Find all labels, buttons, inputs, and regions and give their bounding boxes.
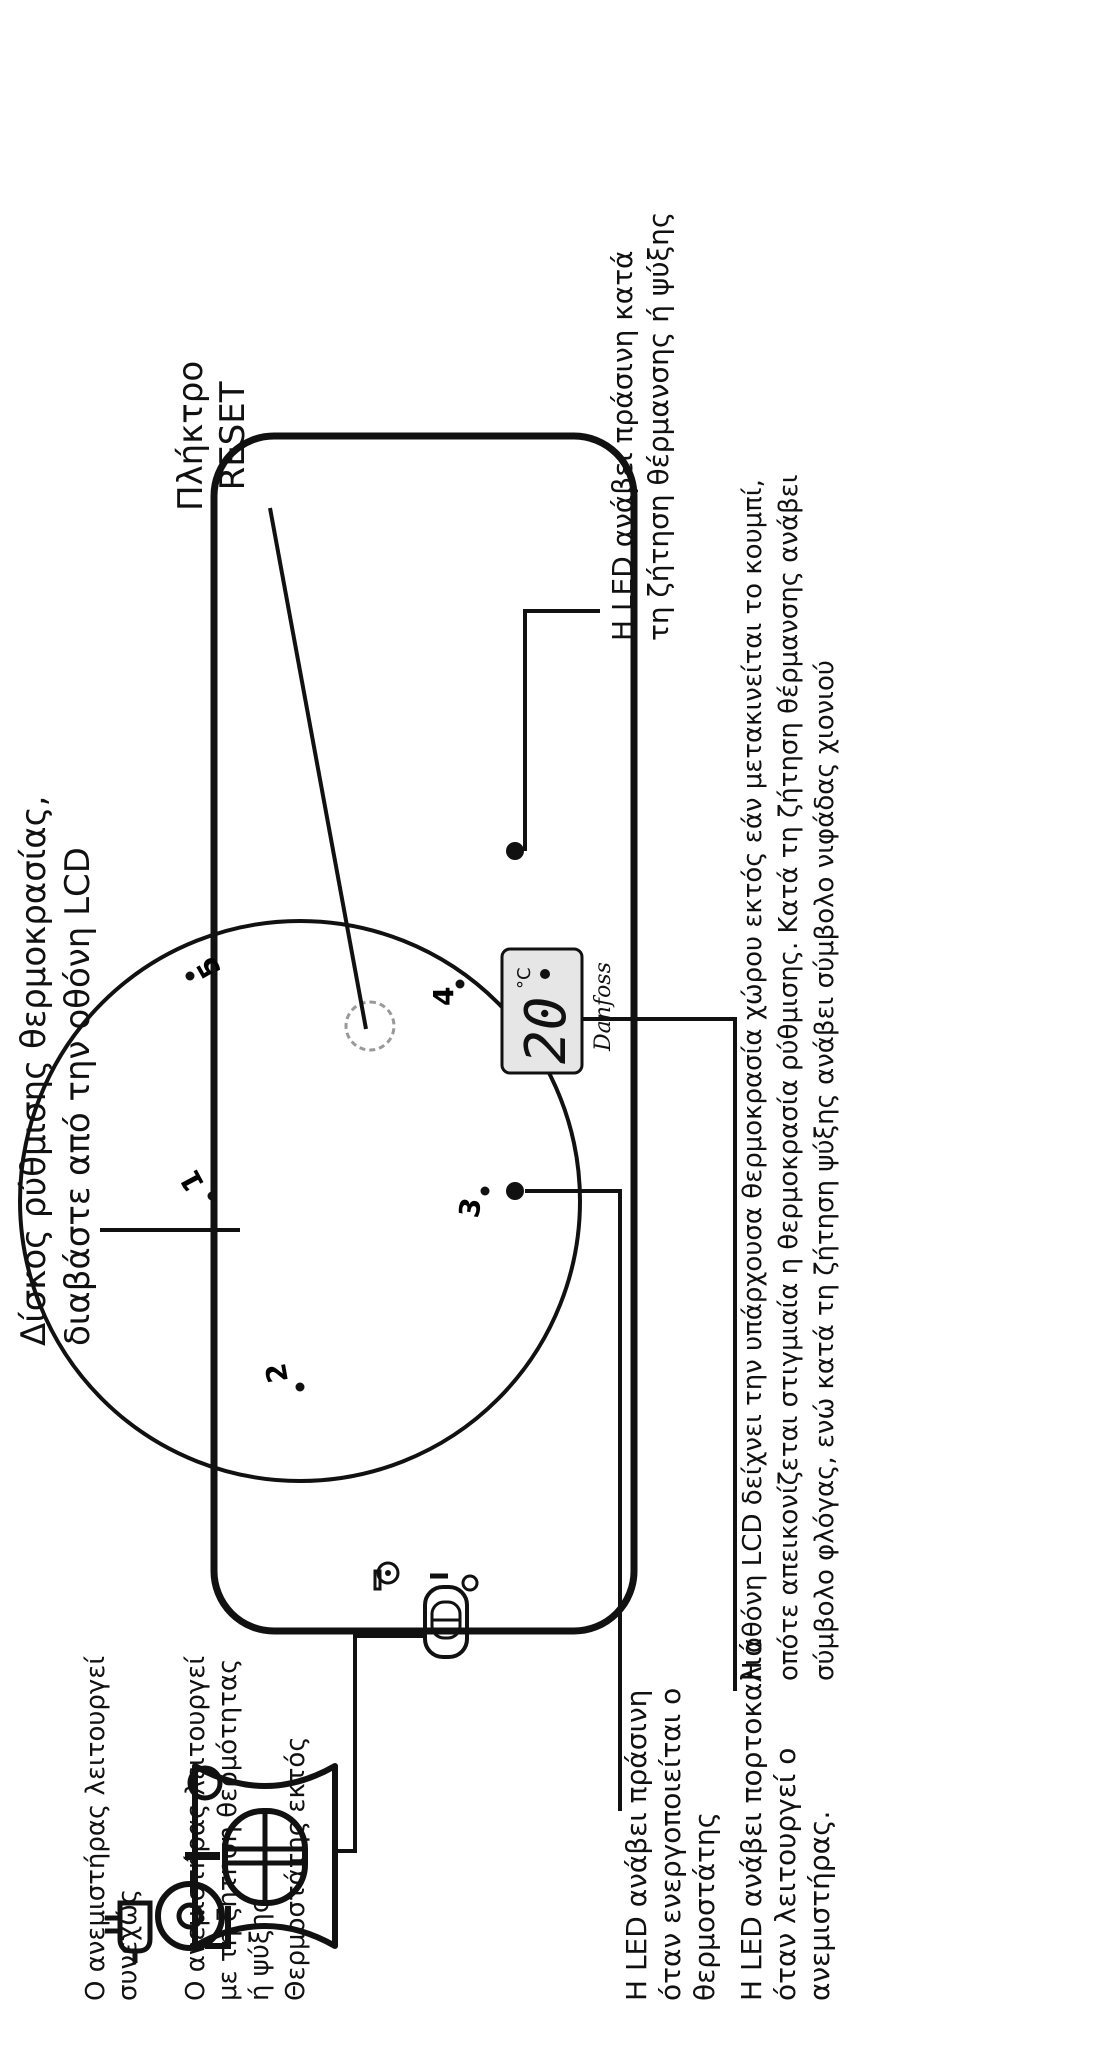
switch-continuous-label: Ο ανεμιστήρας λειτουργεί συνεχώς bbox=[81, 1655, 143, 2001]
switch-on-demand-label: Ο ανεμιστήρας λειτουργεί με τη ζήτηση θε… bbox=[181, 1655, 275, 2001]
dial-mark-3: 3 bbox=[452, 1195, 488, 1220]
dial-mark-5: 5 bbox=[190, 951, 228, 984]
led-status-leader bbox=[525, 1189, 622, 1811]
led-orange-label: Η LED ανάβει πορτοκαλιά όταν λειτουργεί … bbox=[735, 1638, 836, 2001]
brand-logo: Danfoss bbox=[591, 962, 616, 1052]
dial-mark-2: 2 bbox=[259, 1361, 295, 1386]
reset-label: Πλήκτρο RESET bbox=[171, 360, 253, 511]
led-status bbox=[506, 1182, 524, 1200]
off-mark-big bbox=[187, 1765, 223, 1801]
lcd-leader bbox=[582, 1017, 737, 1691]
switch-leader bbox=[335, 1634, 423, 1853]
dial-mark-1: 1 bbox=[173, 1165, 211, 1198]
switch-small bbox=[423, 1585, 469, 1659]
reset-leader bbox=[268, 507, 368, 1030]
led-heating-leader bbox=[523, 609, 600, 851]
dial-mark-4: 4 bbox=[427, 987, 460, 1006]
off-mark-small bbox=[461, 1574, 479, 1592]
switch-detail bbox=[192, 1763, 338, 1949]
led-heating-label: Η LED ανάβει πράσινη κατά τη ζήτηση θέρμ… bbox=[606, 211, 675, 641]
lcd-screen bbox=[500, 947, 584, 1075]
dial-label: Δίσκος ρύθμισης θερμοκρασίας, διαβάστε α… bbox=[14, 795, 98, 1346]
switch-off-label: Θερμοστάτης εκτός bbox=[281, 1736, 311, 2001]
fan-icon bbox=[155, 1881, 231, 1951]
hand-icon bbox=[105, 1900, 153, 1963]
dial-ticks bbox=[185, 971, 490, 1392]
lcd-description: Η οθόνη LCD δείχνει την υπάρχουσα θερμοκ… bbox=[738, 474, 840, 1681]
lcd-reading: 20 bbox=[514, 997, 579, 1064]
switch-detail-body bbox=[192, 1763, 338, 1949]
led-green-label: Η LED ανάβει πράσινη όταν ενεργοποιείται… bbox=[620, 1687, 721, 2001]
led-heating bbox=[506, 842, 524, 860]
reset-button[interactable] bbox=[344, 1000, 396, 1052]
lcd-unit: °C bbox=[514, 967, 535, 989]
fan-icon-small bbox=[373, 1561, 400, 1591]
flame-icon bbox=[540, 969, 550, 979]
temperature-dial[interactable] bbox=[18, 919, 582, 1483]
